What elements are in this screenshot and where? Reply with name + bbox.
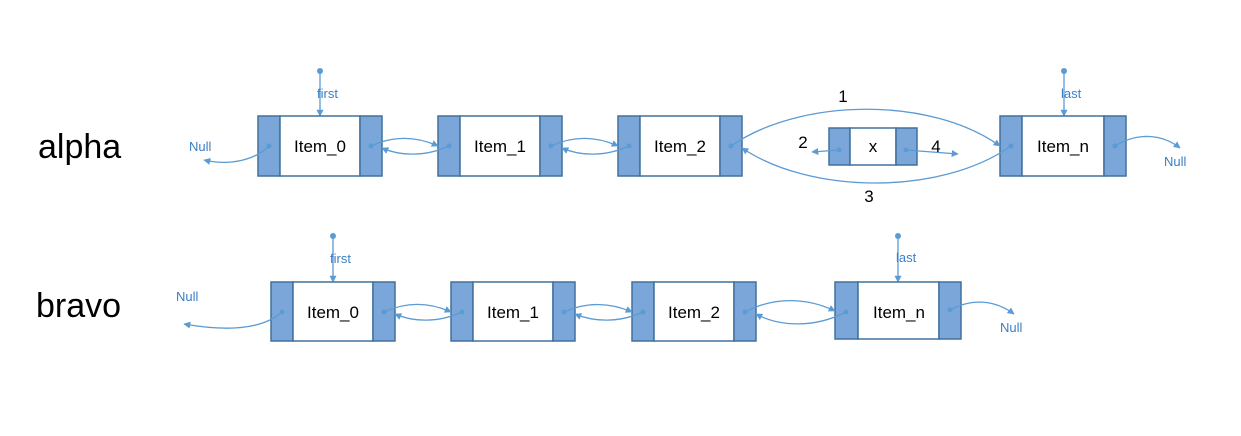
null-right-alpha: Null bbox=[1112, 135, 1187, 169]
prev-link-n-2 bbox=[755, 311, 847, 325]
x-prev-link bbox=[811, 148, 840, 156]
node-item-2: Item_2 bbox=[617, 115, 743, 177]
null-right-bravo: Null bbox=[947, 301, 1023, 335]
null-arrow bbox=[949, 301, 1015, 315]
node-data-field bbox=[849, 127, 897, 166]
list-alpha: alpha first last Item_0 Item_1 bbox=[38, 68, 1187, 206]
step-label-3: 3 bbox=[864, 187, 873, 206]
step-label-4: 4 bbox=[931, 137, 940, 156]
prev-link-2-1 bbox=[561, 145, 630, 155]
node-label: Item_n bbox=[1037, 137, 1089, 156]
links-bravo bbox=[381, 299, 849, 325]
node-item-1: Item_1 bbox=[437, 115, 563, 177]
next-link-1-2 bbox=[550, 137, 619, 147]
first-pointer-label: first bbox=[330, 251, 351, 266]
null-arrow bbox=[183, 311, 283, 329]
node-prev-field bbox=[828, 127, 851, 166]
node-label: Item_2 bbox=[668, 303, 720, 322]
next-link-1-2 bbox=[563, 303, 633, 313]
null-label: Null bbox=[176, 289, 199, 304]
node-data-field bbox=[459, 115, 541, 177]
null-label: Null bbox=[1000, 320, 1023, 335]
node-item-n: Item_n bbox=[834, 281, 962, 340]
last-pointer-label: last bbox=[896, 250, 917, 265]
node-data-field bbox=[857, 281, 940, 340]
first-pointer-bravo: first bbox=[329, 233, 351, 283]
next-link-0-1 bbox=[370, 137, 439, 147]
null-left-bravo: Null bbox=[176, 289, 285, 329]
node-label: Item_n bbox=[873, 303, 925, 322]
prev-link-n-2 bbox=[741, 145, 1012, 184]
node-item-n: Item_n bbox=[999, 115, 1127, 177]
node-next-field bbox=[895, 127, 918, 166]
node-item-0: Item_0 bbox=[270, 281, 396, 342]
null-label: Null bbox=[1164, 154, 1187, 169]
null-arrow bbox=[1114, 135, 1181, 149]
list-title-alpha: alpha bbox=[38, 128, 121, 166]
node-data-field bbox=[1021, 115, 1105, 177]
first-pointer-alpha: first bbox=[316, 68, 338, 117]
node-label: Item_1 bbox=[487, 303, 539, 322]
node-label: Item_1 bbox=[474, 137, 526, 156]
null-label: Null bbox=[189, 139, 212, 154]
next-link-2-n bbox=[744, 299, 836, 313]
last-pointer-alpha: last bbox=[1060, 68, 1082, 117]
inserted-node-x: x bbox=[828, 127, 918, 166]
step-label-1: 1 bbox=[838, 87, 847, 106]
prev-link-2-1 bbox=[574, 311, 644, 321]
node-label: x bbox=[869, 137, 878, 156]
node-item-1: Item_1 bbox=[450, 281, 576, 342]
node-label: Item_0 bbox=[307, 303, 359, 322]
last-pointer-bravo: last bbox=[894, 233, 917, 283]
null-left-alpha: Null bbox=[189, 139, 272, 165]
next-link-0-1 bbox=[383, 303, 452, 313]
node-item-0: Item_0 bbox=[257, 115, 383, 177]
prev-link-1-0 bbox=[381, 145, 450, 155]
node-data-field bbox=[292, 281, 374, 342]
node-label: Item_0 bbox=[294, 137, 346, 156]
first-pointer-label: first bbox=[317, 86, 338, 101]
x-next-link bbox=[905, 149, 959, 158]
node-label: Item_2 bbox=[654, 137, 706, 156]
last-pointer-label: last bbox=[1061, 86, 1082, 101]
node-data-field bbox=[279, 115, 361, 177]
node-item-2: Item_2 bbox=[631, 281, 757, 342]
next-link-2-n bbox=[730, 108, 1001, 147]
links-alpha bbox=[368, 108, 1014, 184]
step-label-2: 2 bbox=[798, 133, 807, 152]
prev-link-1-0 bbox=[394, 311, 463, 321]
list-bravo: bravo first last Item_0 Item_1 bbox=[36, 233, 1023, 342]
list-title-bravo: bravo bbox=[36, 287, 121, 325]
null-arrow bbox=[203, 145, 270, 165]
